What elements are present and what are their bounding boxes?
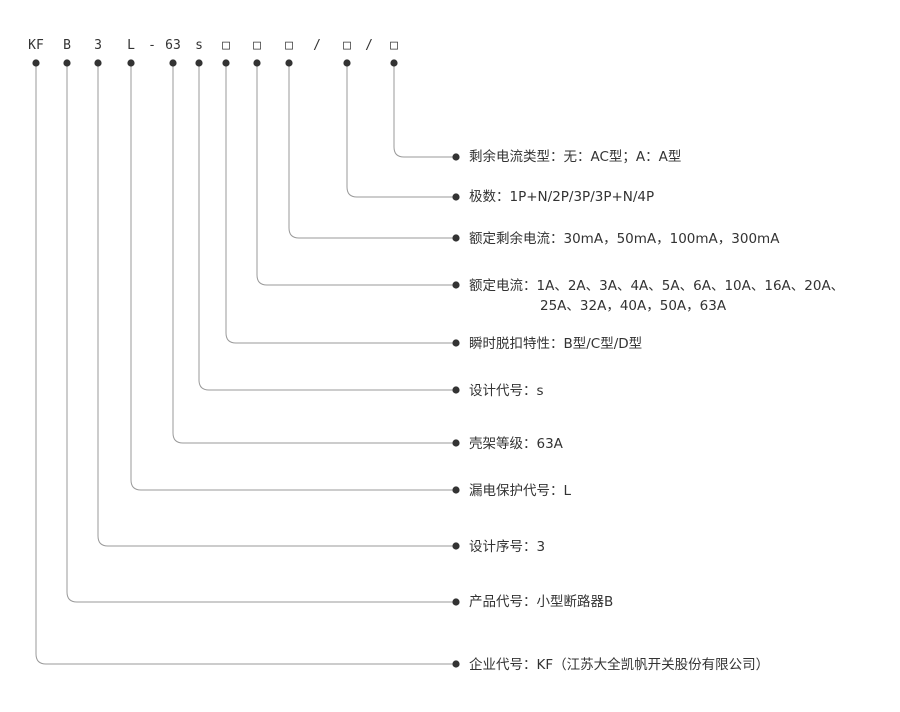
connector-dot-end [452, 598, 460, 606]
connector-dot-top [169, 59, 177, 67]
desc-leakage-protection-code: 漏电保护代号：L [469, 483, 572, 499]
desc-design-code: 设计代号：s [469, 383, 544, 399]
desc-company-code: 企业代号：KF（江苏大全凯帆开关股份有限公司） [469, 657, 770, 673]
connector-dot-top [94, 59, 102, 67]
connector-dot-top [343, 59, 351, 67]
connector-dot-top [253, 59, 261, 67]
desc-label: 设计序号 [469, 539, 523, 555]
code-token-box-5: □ [390, 38, 398, 53]
code-token-slash-1: / [313, 38, 321, 53]
connector-product-code [66, 63, 456, 603]
connector-trip-characteristic [225, 63, 456, 344]
connector-dot-end [452, 542, 460, 550]
desc-label: 剩余电流类型 [469, 149, 550, 165]
code-token-l: L [127, 38, 135, 53]
desc-residual-current-type: 剩余电流类型：无：AC型；A：A型 [469, 149, 682, 165]
desc-rated-current: 额定电流：1A、2A、3A、4A、5A、6A、10A、16A、20A、 25A、… [469, 278, 845, 314]
code-token-s: s [195, 38, 203, 53]
connector-dot-end [452, 153, 460, 161]
desc-label: 漏电保护代号 [469, 483, 550, 499]
connector-dot-top [127, 59, 135, 67]
desc-value: L [563, 483, 572, 499]
connector-rated-residual [288, 63, 456, 239]
connector-company-code [35, 63, 456, 665]
desc-design-serial: 设计序号：3 [469, 539, 546, 555]
desc-value: 30mA，50mA，100mA，300mA [563, 231, 780, 247]
desc-label: 额定电流 [469, 278, 523, 294]
desc-value: 1A、2A、3A、4A、5A、6A、10A、16A、20A、 [536, 278, 845, 294]
connector-dot-end [452, 439, 460, 447]
desc-poles: 极数：1P+N/2P/3P/3P+N/4P [469, 189, 655, 205]
desc-value: 3 [536, 539, 546, 555]
connector-dot-end [452, 193, 460, 201]
desc-label: 设计代号 [469, 383, 523, 399]
connector-frame-grade [172, 63, 456, 444]
desc-label: 额定剩余电流 [469, 231, 550, 247]
code-token-box-4: □ [343, 38, 351, 53]
code-token-kf: KF [28, 38, 44, 53]
desc-value-continued: 25A、32A，40A，50A，63A [540, 298, 727, 314]
code-token-box-1: □ [222, 38, 230, 53]
desc-product-code: 产品代号：小型断路器B [469, 594, 614, 610]
connector-poles [346, 63, 456, 198]
connector-dot-top [285, 59, 293, 67]
connector-design-code [198, 63, 456, 391]
desc-frame-grade: 壳架等级：63A [469, 436, 563, 452]
connector-dot-top [222, 59, 230, 67]
desc-label: 壳架等级 [469, 436, 523, 452]
desc-value: 小型断路器B [536, 594, 614, 610]
connector-dot-end [452, 339, 460, 347]
desc-rated-residual-current: 额定剩余电流：30mA，50mA，100mA，300mA [469, 231, 780, 247]
connector-residual-type [393, 63, 456, 158]
code-token-b: B [63, 38, 71, 53]
connector-dot-end [452, 234, 460, 242]
code-token-63: 63 [165, 38, 181, 53]
connector-dot-end [452, 281, 460, 289]
desc-value: KF（江苏大全凯帆开关股份有限公司） [536, 657, 770, 673]
connector-dot-end [452, 386, 460, 394]
connector-dot-end [452, 486, 460, 494]
desc-value: 无：AC型；A：A型 [563, 149, 682, 165]
code-token-3: 3 [94, 38, 102, 53]
desc-value: B型/C型/D型 [563, 336, 643, 352]
desc-value: 1P+N/2P/3P/3P+N/4P [509, 189, 655, 205]
desc-label: 产品代号 [469, 594, 523, 610]
connector-rated-current [256, 63, 456, 286]
connector-dot-end [452, 660, 460, 668]
desc-value: s [536, 383, 544, 399]
connector-leakage-code [130, 63, 456, 491]
code-token-slash-2: / [365, 38, 373, 53]
desc-label: 瞬时脱扣特性 [469, 336, 550, 352]
desc-trip-characteristic: 瞬时脱扣特性：B型/C型/D型 [469, 336, 643, 352]
connector-design-serial [97, 63, 456, 547]
code-token-dash: - [148, 38, 156, 53]
connector-dot-top [390, 59, 398, 67]
desc-label: 企业代号 [469, 657, 523, 673]
connector-dot-top [63, 59, 71, 67]
code-token-box-2: □ [253, 38, 261, 53]
connector-dot-top [195, 59, 203, 67]
desc-label: 极数 [469, 189, 496, 205]
connector-dot-top [32, 59, 40, 67]
desc-value: 63A [536, 436, 563, 452]
code-token-box-3: □ [285, 38, 293, 53]
